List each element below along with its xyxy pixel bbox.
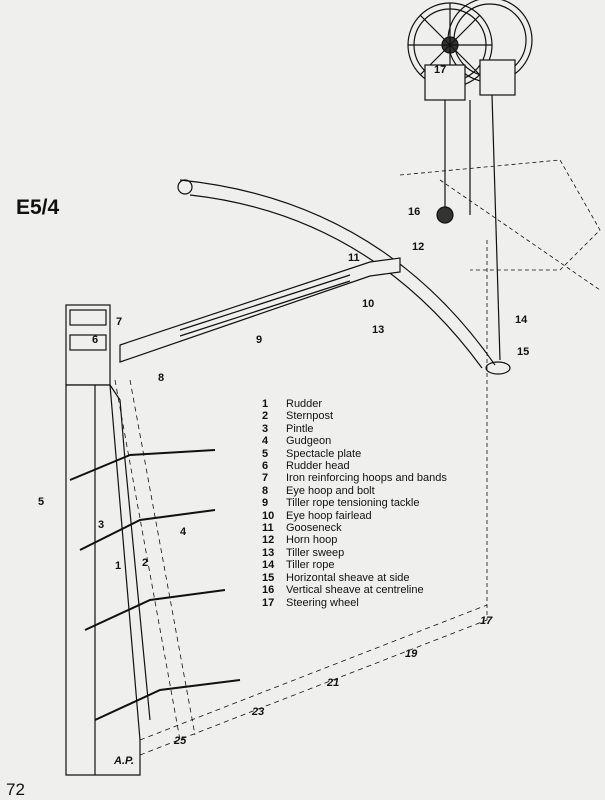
callout-11: 11 [348,252,360,264]
callout-3: 3 [98,519,105,531]
legend-number: 12 [262,534,275,547]
callout-4: 4 [180,526,187,538]
callout-5: 5 [38,496,45,508]
legend-label: Rudder head [286,460,350,473]
legend-number: 9 [262,497,269,510]
legend-label: Gooseneck [286,522,342,535]
legend-number: 4 [262,435,269,448]
station-label: 19 [405,648,418,660]
legend-item: 11 Gooseneck [262,522,447,534]
callout-2: 2 [142,557,149,569]
legend: 1 Rudder 2 Sternpost 3 Pintle 4 Gudgeon 5 Spectac… [262,398,447,609]
legend-number: 2 [262,410,269,423]
legend-number: 10 [262,509,275,522]
legend-label: Vertical sheave at centreline [286,584,424,597]
legend-item: 13 Tiller sweep [262,547,447,559]
legend-label: Steering wheel [286,596,359,609]
callout-17: 17 [434,64,447,76]
legend-number: 1 [262,398,269,410]
legend-item: 17 Steering wheel [262,597,447,609]
callout-7: 7 [116,316,123,328]
legend-number: 17 [262,596,275,609]
callout-13: 13 [372,324,385,336]
callout-15: 15 [517,346,530,358]
gudgeon-straps [69,449,241,721]
legend-label: Gudgeon [286,435,332,448]
legend-number: 7 [262,472,269,485]
legend-label: Tiller rope tensioning tackle [286,497,420,510]
page-number: 72 [6,780,25,799]
deck-outline [399,159,601,620]
callout-10: 10 [362,298,375,310]
steering-wheel [407,0,533,361]
legend-number: 5 [262,447,269,460]
legend-label: Tiller sweep [286,546,345,559]
legend-number: 16 [262,584,275,597]
legend-item: 7 Iron reinforcing hoops and bands [262,472,447,484]
legend-label: Pintle [286,422,314,435]
station-label: A.P. [114,755,134,767]
legend-label: Spectacle plate [286,447,362,460]
legend-item: 6 Rudder head [262,460,447,472]
station-label: 25 [174,735,187,747]
legend-item: 10 Eye hoop fairlead [262,510,447,522]
legend-item: 5 Spectacle plate [262,448,447,460]
callout-1: 1 [115,560,122,572]
callout-8: 8 [158,372,165,384]
legend-label: Horizontal sheave at side [286,571,410,584]
tiller [119,257,401,363]
hull-lines [114,379,488,756]
legend-number: 8 [262,484,269,497]
legend-label: Tiller rope [286,559,335,572]
legend-number: 15 [262,571,275,584]
legend-item: 9 Tiller rope tensioning tackle [262,497,447,509]
callout-12: 12 [412,241,425,253]
legend-label: Iron reinforcing hoops and bands [286,472,447,485]
callout-6: 6 [92,334,99,346]
legend-label: Sternpost [286,410,334,423]
legend-item: 8 Eye hoop and bolt [262,485,447,497]
station-label: 23 [252,706,265,718]
legend-item: 2 Sternpost [262,410,447,422]
legend-label: Horn hoop [286,534,338,547]
legend-item: 12 Horn hoop [262,534,447,546]
callout-9: 9 [256,334,263,346]
legend-item: 3 Pintle [262,423,447,435]
callout-14: 14 [515,314,528,326]
legend-label: Eye hoop fairlead [286,509,372,522]
station-label: 17 [480,615,493,627]
legend-label: Eye hoop and bolt [286,484,375,497]
station-label: 21 [327,677,340,689]
legend-item: 1 Rudder [262,398,447,410]
legend-number: 3 [262,422,269,435]
legend-item: 15 Horizontal sheave at side [262,572,447,584]
legend-number: 11 [262,522,274,535]
tiller-sweep [177,179,511,375]
legend-number: 6 [262,460,269,473]
legend-item: 16 Vertical sheave at centreline [262,584,447,596]
figure-label: E5/4 [16,196,60,219]
rudder [65,304,151,776]
legend-item: 4 Gudgeon [262,435,447,447]
legend-label: Rudder [286,398,323,410]
callout-16: 16 [408,206,421,218]
legend-number: 14 [262,559,275,572]
legend-item: 14 Tiller rope [262,559,447,571]
legend-number: 13 [262,546,275,559]
